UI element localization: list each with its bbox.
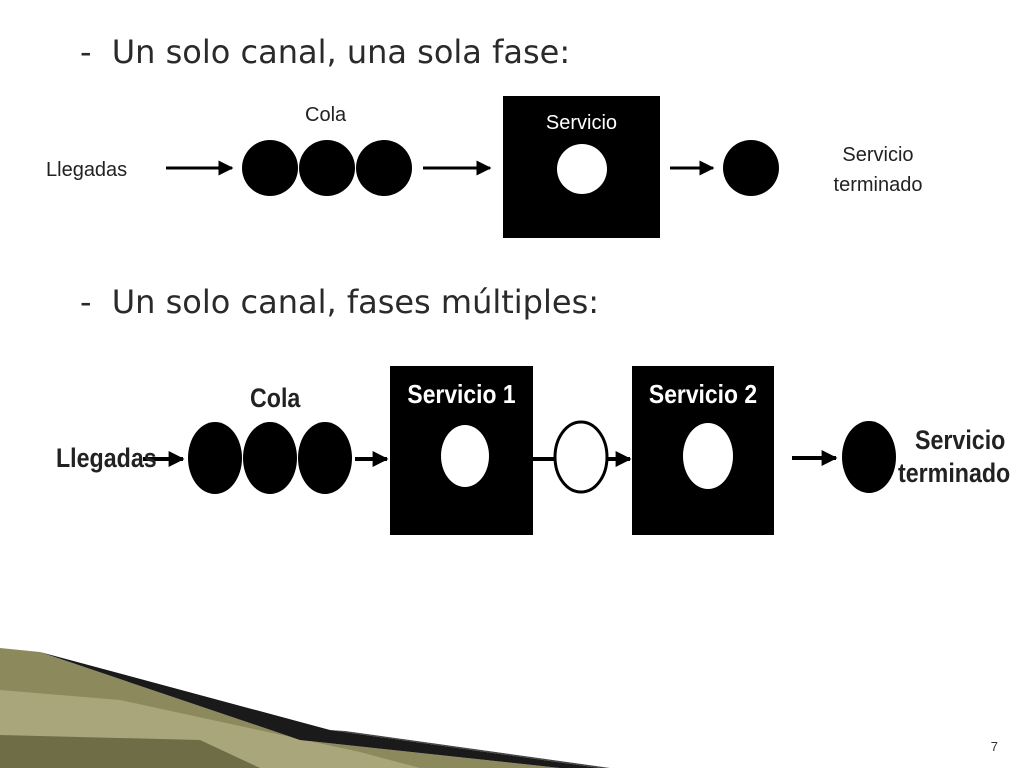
bullet-marker: - xyxy=(80,283,92,321)
bullet-multi-phase: - Un solo canal, fases múltiples: xyxy=(80,283,599,321)
served-customer xyxy=(723,140,779,196)
diagram-single-phase xyxy=(166,96,779,238)
queue-customer xyxy=(188,422,242,494)
service1-title: Servicio 1 xyxy=(407,379,516,409)
customer-in-service1 xyxy=(441,425,489,487)
bullet-text: Un solo canal, fases múltiples: xyxy=(111,283,600,321)
customer-in-service2 xyxy=(683,423,733,489)
queue-label: Cola xyxy=(250,383,301,413)
bullet-single-phase: - Un solo canal, una sola fase: xyxy=(80,33,570,71)
decorative-swoosh xyxy=(0,648,610,768)
bullet-marker: - xyxy=(80,33,92,71)
queue-customer xyxy=(356,140,412,196)
queue-customer xyxy=(242,140,298,196)
service-title: Servicio xyxy=(545,112,618,134)
served-label-line2: terminado xyxy=(833,174,923,196)
service2-title: Servicio 2 xyxy=(648,379,758,409)
diagram-multi-phase xyxy=(143,366,896,535)
page-number: 7 xyxy=(990,739,998,754)
queue-customer xyxy=(298,422,352,494)
served-label: Servicio terminado xyxy=(820,140,936,200)
served-label: Servicio terminado xyxy=(898,424,1010,490)
served-label-line1: Servicio xyxy=(914,425,1006,455)
queue-label: Cola xyxy=(305,104,347,126)
queue-customer xyxy=(243,422,297,494)
served-label-line2: terminado xyxy=(898,458,1011,488)
served-customer xyxy=(842,421,896,493)
queue-customer xyxy=(299,140,355,196)
bullet-text: Un solo canal, una sola fase: xyxy=(111,33,571,71)
arrivals-label: Llegadas xyxy=(56,443,157,473)
buffer-customer xyxy=(553,420,609,494)
served-label-line1: Servicio xyxy=(842,144,914,166)
arrivals-label: Llegadas xyxy=(46,159,128,181)
customer-in-service xyxy=(557,144,607,194)
